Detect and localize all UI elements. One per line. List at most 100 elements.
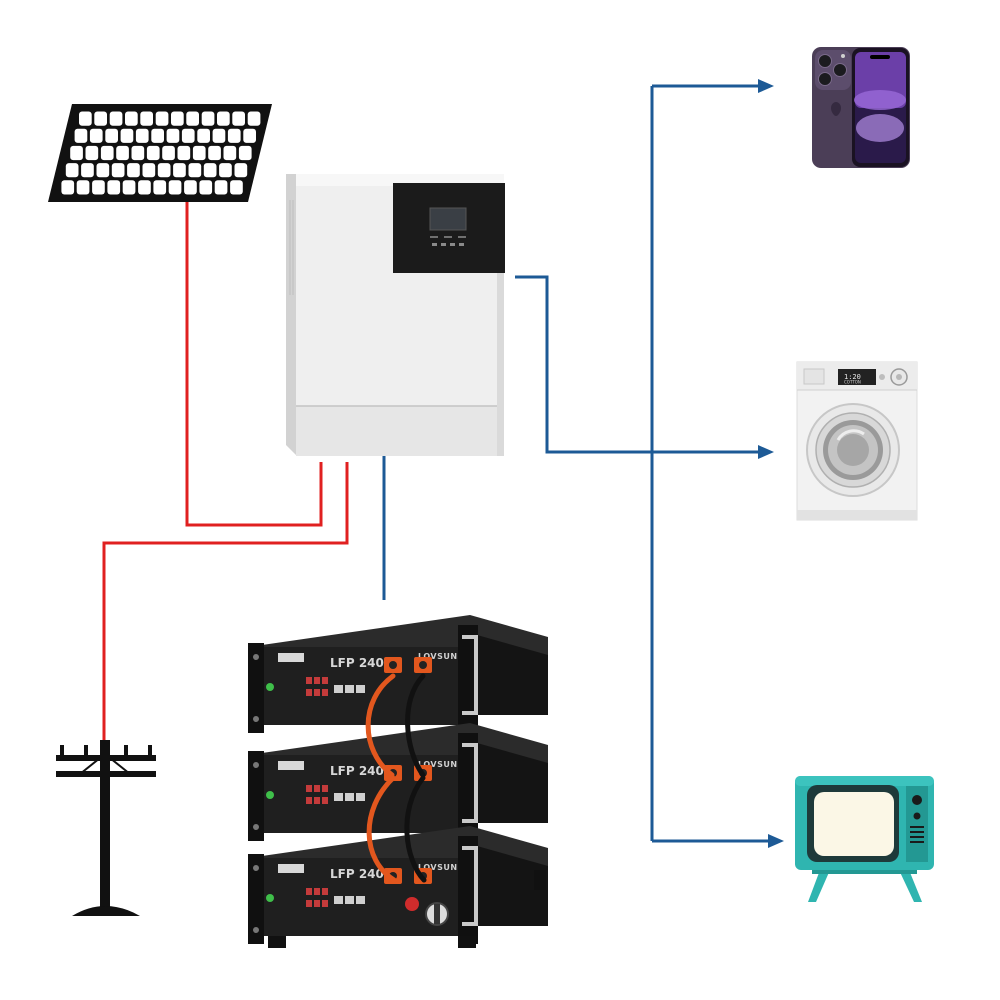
battery-dip-switch: [314, 785, 320, 792]
solar-cell: [138, 180, 151, 195]
battery-power-button: [405, 897, 419, 911]
battery-interconnect-cable: [405, 673, 426, 778]
smartphone-icon: [812, 47, 910, 168]
inverter-lcd-screen: [429, 207, 467, 231]
solar-cell: [201, 111, 215, 126]
battery-interconnect-cable: [404, 775, 427, 883]
battery-dip-switch: [322, 689, 328, 696]
solar-cell: [105, 128, 118, 143]
solar-cell: [217, 111, 230, 126]
battery-right-bracket: [458, 733, 478, 841]
battery-interconnect-cable: [366, 775, 397, 883]
solar-cell: [61, 180, 75, 195]
solar-cell: [96, 163, 110, 178]
terminal-bolt: [419, 661, 427, 669]
battery-dip-switch: [314, 677, 320, 684]
washer-display-mode: COTTON: [844, 380, 861, 385]
solar-cell: [192, 145, 206, 161]
grid-to-inverter-wire: [102, 462, 349, 740]
battery-dip-switch: [306, 888, 312, 895]
battery-dip-switch: [314, 689, 320, 696]
arrow-to-washer-icon: [758, 445, 774, 459]
battery-dip-switch: [306, 900, 312, 907]
battery-comm-port: [356, 793, 365, 801]
solar-cell: [227, 128, 241, 143]
washer-detergent-drawer: [803, 368, 825, 385]
battery-left-bracket: [248, 854, 264, 944]
battery-led: [266, 791, 274, 799]
battery-comm-port: [356, 685, 365, 693]
solar-cell: [131, 145, 145, 161]
solar-cell: [81, 163, 94, 178]
solar-cell: [188, 163, 202, 178]
solar-cell: [162, 145, 175, 161]
battery-dip-switch: [306, 785, 312, 792]
solar-cell: [142, 163, 156, 178]
battery-screw: [253, 716, 259, 722]
solar-cell: [146, 145, 160, 161]
solar-cell: [173, 163, 186, 178]
washer-display-time: 1:20: [844, 373, 861, 381]
solar-cell: [230, 180, 243, 195]
battery-dip-switch: [322, 785, 328, 792]
battery-dip-switch: [314, 797, 320, 804]
battery-comm-port: [334, 896, 343, 904]
battery-module-side: [470, 633, 548, 715]
battery-dip-switch: [322, 677, 328, 684]
utility-pole-icon: [56, 740, 156, 916]
inverter-buttons: [432, 243, 464, 246]
solar-cell: [212, 128, 226, 143]
solar-cell: [135, 128, 149, 143]
solar-cell: [76, 180, 90, 195]
solar-cell: [100, 145, 114, 161]
solar-cell: [234, 163, 248, 178]
solar-cell: [151, 128, 164, 143]
battery-left-bracket: [248, 643, 264, 733]
solar-cell: [65, 163, 79, 178]
battery-led: [266, 683, 274, 691]
inverter-vent: [289, 200, 294, 295]
solar-cell: [140, 111, 153, 126]
solar-cell: [155, 111, 169, 126]
solar-cell: [247, 111, 261, 126]
solar-to-inverter-wire: [185, 200, 323, 527]
battery-foot: [268, 936, 286, 948]
solar-cell: [109, 111, 123, 126]
washer-display: [838, 369, 876, 385]
solar-cell: [92, 180, 105, 195]
solar-cell: [89, 128, 103, 143]
battery-left-bracket: [248, 751, 264, 841]
solar-cell: [166, 128, 180, 143]
solar-cell: [197, 128, 210, 143]
solar-cell: [184, 180, 197, 195]
battery-model-label: LFP 2400: [330, 656, 392, 670]
solar-cell: [181, 128, 195, 143]
battery-dip-switch: [314, 900, 320, 907]
battery-dip-switch: [322, 900, 328, 907]
washing-machine-icon: 1:20 COTTON: [796, 361, 918, 521]
solar-cell: [85, 145, 99, 161]
battery-led: [266, 894, 274, 902]
solar-cell: [153, 180, 167, 195]
battery-screw: [253, 927, 259, 933]
solar-cell: [125, 111, 138, 126]
battery-foot: [458, 936, 476, 948]
solar-cell: [168, 180, 182, 195]
battery-module-side: [470, 844, 548, 926]
battery-brand-label: LOVSUN: [418, 863, 458, 872]
battery-model-label: LFP 2400: [330, 867, 392, 881]
battery-comm-port: [334, 685, 343, 693]
battery-dip-switch: [306, 797, 312, 804]
solar-cell: [219, 163, 232, 178]
battery-comm-port: [356, 896, 365, 904]
battery-foot: [534, 870, 546, 890]
solar-cell: [243, 128, 256, 143]
battery-handle: [462, 635, 478, 715]
solar-panel-icon: [48, 104, 272, 202]
solar-cell: [122, 180, 136, 195]
solar-cell: [94, 111, 107, 126]
battery-comm-port: [345, 793, 354, 801]
battery-comm-port: [345, 685, 354, 693]
battery-dip-switch: [322, 797, 328, 804]
